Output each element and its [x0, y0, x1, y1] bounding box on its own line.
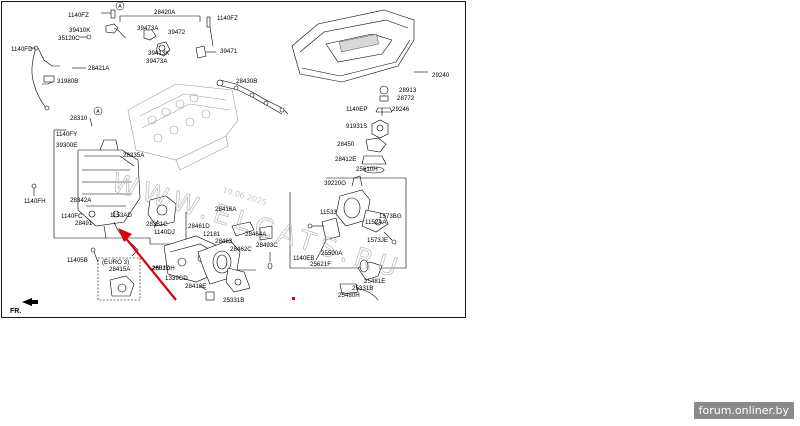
part-label: 39473A [137, 25, 159, 32]
part-label: 39220G [324, 180, 346, 187]
part-label: 1140FD [11, 46, 33, 53]
engine-cover [291, 9, 428, 83]
cylinder-head [127, 83, 239, 171]
part-label: 25331B [352, 285, 373, 292]
part-label: 25481E [364, 278, 385, 285]
part-label: 28416A [215, 206, 237, 213]
part-label: 11533 [320, 209, 337, 216]
part-label: 28464A [245, 231, 267, 238]
diagram-frame [1, 1, 466, 318]
red-marker [292, 297, 295, 300]
part-label: 35120C [58, 35, 80, 42]
intake-throttle-group [149, 212, 273, 301]
part-label: 1140EB [293, 255, 315, 262]
part-label: 11405B [67, 257, 88, 264]
part-label: 39472 [168, 29, 186, 36]
part-label: 1140FZ [68, 12, 89, 19]
part-label: 91931S [346, 123, 367, 130]
egr-cooler-group [31, 117, 177, 263]
part-label: 1573JE [367, 237, 388, 244]
egr-valve-group [289, 175, 407, 301]
part-label: 25480H [338, 292, 360, 299]
euro3-note: (EURO 3) [102, 259, 129, 266]
part-label: 28462C [230, 246, 252, 253]
part-label: 28913 [399, 87, 417, 94]
part-label: 29246 [392, 106, 410, 113]
part-label: 28450 [337, 141, 355, 148]
part-label: 25331B [223, 297, 244, 304]
part-label: 1573BG [379, 213, 402, 220]
part-label: 28463 [215, 238, 233, 245]
part-label: 1140FZ [217, 15, 238, 22]
part-label: 31980B [57, 78, 78, 85]
callout-a-markers: A A [93, 1, 125, 116]
part-label: 28381C [146, 221, 168, 228]
part-label: 28461D [188, 223, 210, 230]
front-label: FR. [10, 308, 21, 315]
part-label: 1152AA [365, 219, 387, 226]
red-pointer-arrow [118, 228, 177, 301]
part-label: 1140FY [56, 131, 77, 138]
part-label: 28420A [154, 9, 176, 16]
part-label: 28418E [185, 283, 206, 290]
part-label: 1140DJ [154, 229, 175, 236]
forum-watermark: forum.onliner.by [693, 402, 794, 419]
part-label: 25621F [310, 261, 331, 268]
cover-mount-parts [361, 85, 393, 174]
part-label: 28335A [123, 152, 145, 159]
part-label: 28412E [335, 156, 356, 163]
part-label: 28491 [75, 220, 93, 227]
sensor-harness-parts [30, 9, 289, 115]
part-number-labels: 1140FZ 39410K 35120C 1140FD 28421A 31980… [11, 9, 450, 304]
part-label: 25610H [356, 166, 378, 173]
part-label: 1140FC [61, 213, 83, 220]
part-label: 1339CD [165, 275, 188, 282]
part-label: 28342A [70, 197, 92, 204]
part-label: 28430B [236, 78, 257, 85]
part-label: 39300E [56, 142, 77, 149]
euro3-inset [97, 257, 141, 301]
part-label: 28415A [109, 266, 131, 273]
part-label: 29240 [432, 72, 450, 79]
front-direction-arrow [22, 298, 38, 306]
part-label: 28493C [256, 242, 278, 249]
part-label: 39473A [146, 58, 168, 65]
part-label: 39413K [148, 50, 170, 57]
part-label: 12181 [203, 231, 221, 238]
part-label: 1153AD [110, 212, 132, 219]
part-label: 1601DH [152, 265, 175, 272]
part-label: 1140FH [24, 198, 46, 205]
part-label: 39410K [69, 27, 91, 34]
part-label: 25500A [321, 250, 343, 257]
callout-a-label-1: A [96, 109, 100, 115]
part-label: 28527 [152, 265, 170, 272]
part-label: 28421A [88, 65, 110, 72]
part-label: 28772 [397, 95, 415, 102]
part-label: 1140EP [346, 106, 368, 113]
callout-a-label-2: A [118, 4, 122, 10]
part-label: 28310 [70, 115, 88, 122]
part-label: 39471 [220, 48, 238, 55]
